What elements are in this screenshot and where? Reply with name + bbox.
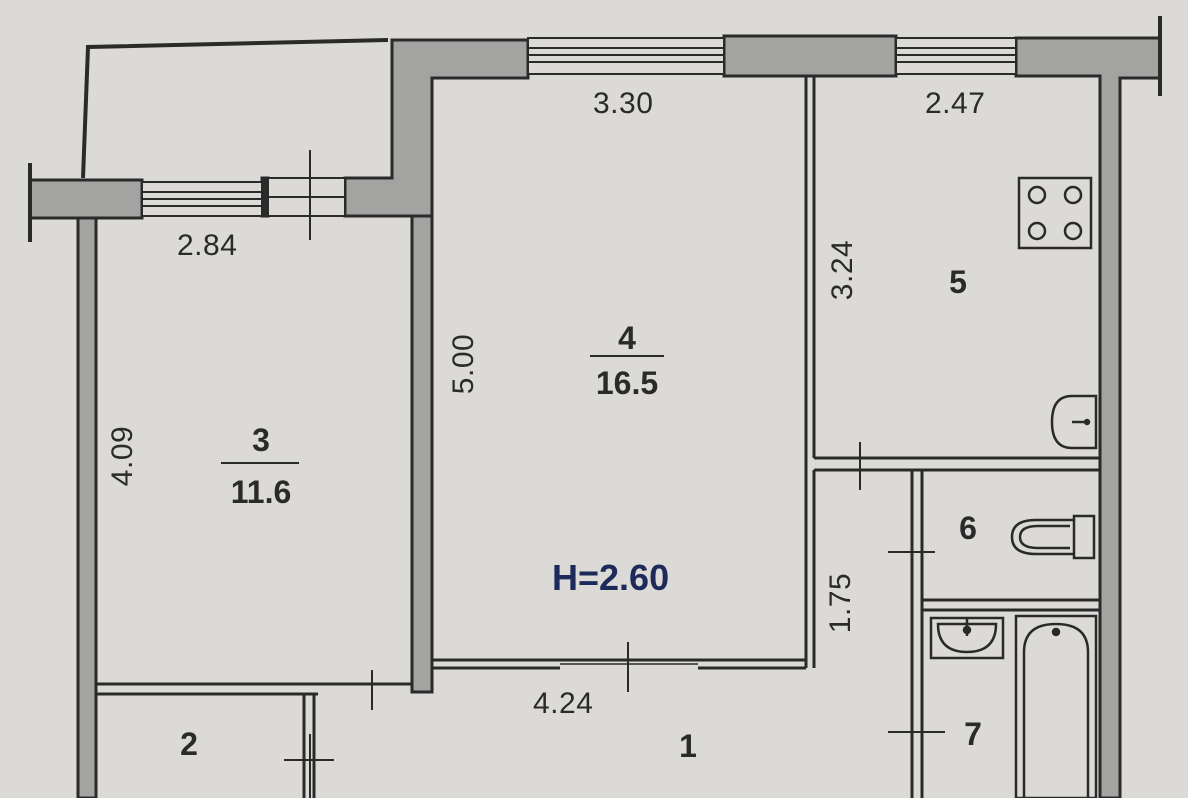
room5-width-label: 2.47 xyxy=(925,87,986,120)
room3-area: 11.6 xyxy=(230,474,292,510)
washbasin-icon xyxy=(929,616,1005,660)
room3-fraction-line xyxy=(221,462,299,464)
room5-number: 5 xyxy=(949,264,967,300)
kitchen-sink-icon xyxy=(1050,394,1098,450)
windows xyxy=(141,37,1017,240)
room4-fraction-line xyxy=(590,355,664,357)
room6-number: 6 xyxy=(959,510,977,546)
ceiling-height-label: H=2.60 xyxy=(552,557,670,598)
room4-number: 4 xyxy=(618,320,636,356)
room4-area: 16.5 xyxy=(595,365,659,401)
room3-length-label: 4.09 xyxy=(106,425,139,487)
corridor-width-label: 4.24 xyxy=(533,687,594,720)
stove-icon xyxy=(1017,176,1093,250)
room2-number: 2 xyxy=(180,726,198,762)
room5-length-label: 3.24 xyxy=(826,239,859,301)
balcony xyxy=(81,38,389,179)
room4-width-label: 3.30 xyxy=(593,87,654,120)
corridor-length-label: 1.75 xyxy=(824,572,857,634)
room1-number: 1 xyxy=(679,728,697,764)
wall-end-ticks xyxy=(28,16,1162,242)
room4-length-label: 5.00 xyxy=(447,333,480,395)
room3-width-label: 2.84 xyxy=(177,229,238,262)
room3-number: 3 xyxy=(252,422,270,458)
room7-number: 7 xyxy=(964,716,982,752)
door-ticks xyxy=(284,442,945,798)
toilet-icon xyxy=(1010,514,1096,560)
interior-partitions xyxy=(96,76,1100,798)
bathtub-icon xyxy=(1014,614,1098,798)
